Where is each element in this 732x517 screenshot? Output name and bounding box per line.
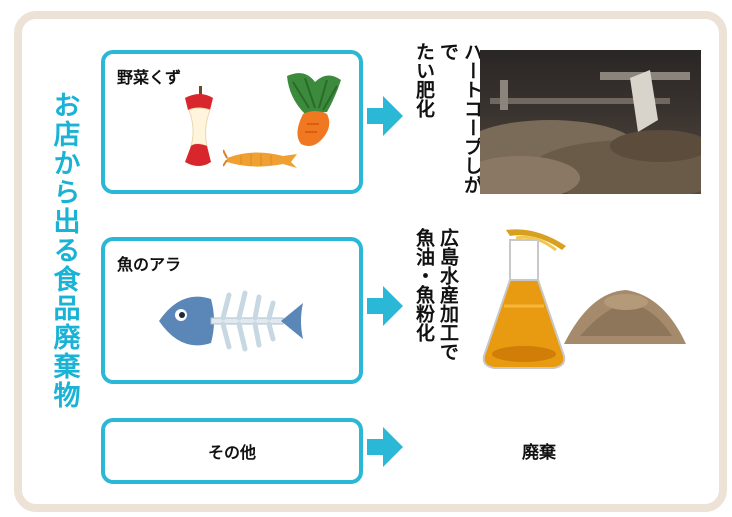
source-box-other: その他 bbox=[101, 418, 363, 484]
oil-flask-icon bbox=[482, 229, 566, 369]
fish-meal-icon bbox=[564, 290, 686, 344]
right-arrow-icon bbox=[367, 427, 403, 467]
process-line-1: 広島水産加工で bbox=[437, 228, 459, 361]
process-line-2: たい肥化 bbox=[413, 42, 435, 118]
process-line-1-suffix: しがで bbox=[437, 42, 483, 194]
process-text-fish: 広島水産加工で 魚油・魚粉化 bbox=[412, 228, 460, 388]
source-box-fish: 魚のアラ bbox=[101, 237, 363, 384]
right-arrow-icon bbox=[367, 96, 403, 136]
process-text-compost: ハートコープしがで たい肥化 bbox=[412, 42, 484, 202]
shrimp-icon bbox=[223, 149, 297, 168]
right-arrow-icon bbox=[367, 286, 403, 326]
fish-bone-icon bbox=[159, 290, 303, 352]
source-label-vegetable: 野菜くず bbox=[117, 68, 182, 87]
process-line-1: ハートコープ bbox=[461, 42, 483, 156]
compost-photo bbox=[480, 50, 701, 194]
source-label-other: その他 bbox=[207, 443, 256, 462]
process-line-2: 魚油・魚粉化 bbox=[413, 228, 435, 342]
vegetable-icon bbox=[287, 73, 341, 146]
diagram-title: お店から出る食品廃棄物 bbox=[48, 90, 80, 410]
source-box-vegetable: 野菜くず bbox=[101, 50, 363, 194]
source-label-fish: 魚のアラ bbox=[117, 255, 182, 274]
apple-core-icon bbox=[185, 86, 213, 166]
process-text-dispose: 廃棄 bbox=[522, 443, 556, 463]
